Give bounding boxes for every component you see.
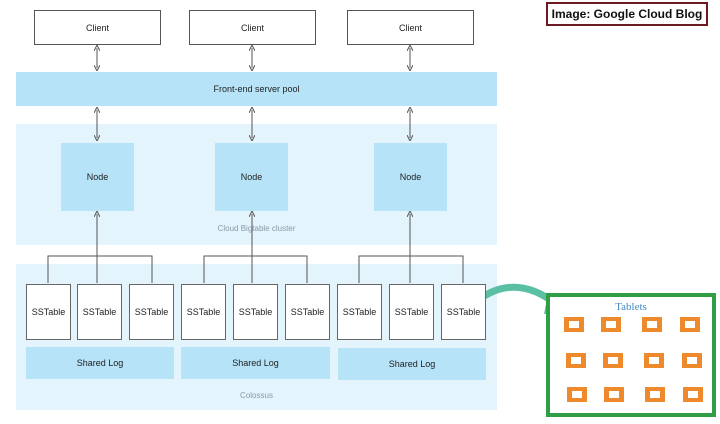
client-box: Client xyxy=(189,10,316,45)
tablet-icon xyxy=(601,317,621,332)
node-label: Node xyxy=(86,172,109,182)
tablet-icon xyxy=(642,317,662,332)
sstable-box: SSTable xyxy=(285,284,330,340)
sstable-box: SSTable xyxy=(441,284,486,340)
sstable-label: SSTable xyxy=(134,307,169,317)
cluster-caption: Cloud Bigtable cluster xyxy=(217,224,296,233)
tablet-icon xyxy=(604,387,624,402)
tablet-icon xyxy=(644,353,664,368)
node-label: Node xyxy=(240,172,263,182)
shared-log-label: Shared Log xyxy=(388,359,436,369)
sstable-label: SSTable xyxy=(446,307,481,317)
node-box: Node xyxy=(215,143,288,211)
tablet-icon xyxy=(683,387,703,402)
node-label: Node xyxy=(399,172,422,182)
client-label: Client xyxy=(85,22,109,33)
frontend-label: Front-end server pool xyxy=(213,84,300,94)
tablets-title: Tablets xyxy=(615,301,647,313)
tablet-icon xyxy=(603,353,623,368)
shared-log-label: Shared Log xyxy=(76,358,124,368)
tablet-icon xyxy=(682,353,702,368)
tablet-icon xyxy=(567,387,587,402)
group-bracket xyxy=(203,255,308,283)
sstable-label: SSTable xyxy=(342,307,377,317)
node-box: Node xyxy=(61,143,134,211)
sstable-label: SSTable xyxy=(290,307,325,317)
tablet-icon xyxy=(566,353,586,368)
client-label: Client xyxy=(240,22,264,33)
client-box: Client xyxy=(347,10,474,45)
shared-log-box: Shared Log xyxy=(338,348,486,380)
image-credit-text: Image: Google Cloud Blog xyxy=(551,7,703,21)
group-bracket xyxy=(358,255,464,283)
tablet-icon xyxy=(680,317,700,332)
image-credit: Image: Google Cloud Blog xyxy=(546,2,708,26)
colossus-caption: Colossus xyxy=(240,391,273,400)
shared-log-box: Shared Log xyxy=(181,347,330,379)
sstable-box: SSTable xyxy=(181,284,226,340)
client-box: Client xyxy=(34,10,161,45)
sstable-box: SSTable xyxy=(26,284,71,340)
shared-log-box: Shared Log xyxy=(26,347,174,379)
sstable-box: SSTable xyxy=(233,284,278,340)
tablet-icon xyxy=(645,387,665,402)
tablet-icon xyxy=(564,317,584,332)
curved-arrow xyxy=(472,283,560,308)
node-box: Node xyxy=(374,143,447,211)
sstable-label: SSTable xyxy=(238,307,273,317)
sstable-label: SSTable xyxy=(186,307,221,317)
sstable-box: SSTable xyxy=(129,284,174,340)
sstable-box: SSTable xyxy=(337,284,382,340)
sstable-label: SSTable xyxy=(82,307,117,317)
client-label: Client xyxy=(398,22,422,33)
sstable-box: SSTable xyxy=(77,284,122,340)
frontend-server-pool: Front-end server pool xyxy=(16,72,497,106)
sstable-box: SSTable xyxy=(389,284,434,340)
sstable-label: SSTable xyxy=(31,307,66,317)
sstable-label: SSTable xyxy=(394,307,429,317)
shared-log-label: Shared Log xyxy=(232,358,279,368)
group-bracket xyxy=(47,255,153,283)
